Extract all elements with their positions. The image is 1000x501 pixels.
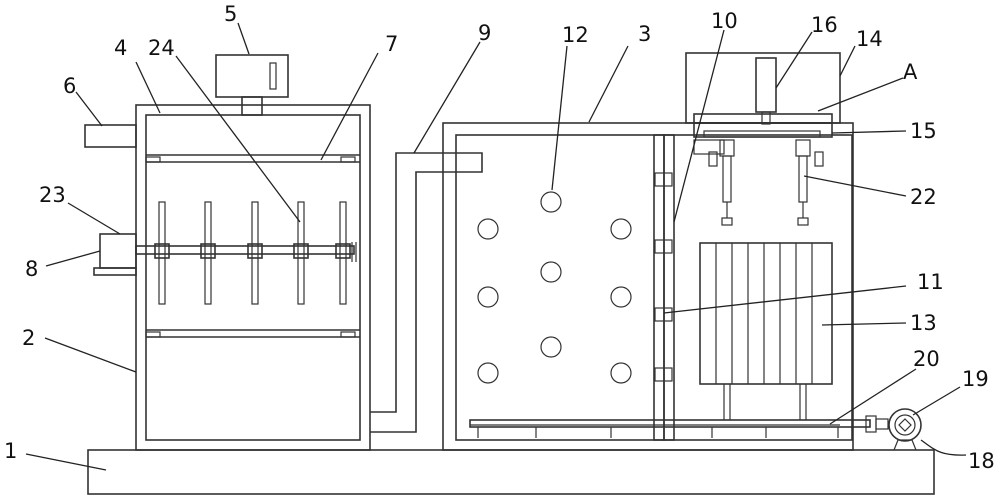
leader-19: [912, 386, 961, 416]
label-14: 14: [856, 27, 883, 51]
side-motor: [93, 233, 137, 276]
label-22: 22: [910, 185, 937, 209]
label-2: 2: [22, 326, 35, 350]
leader-5: [237, 22, 250, 55]
leader-1: [25, 453, 107, 471]
label-A: A: [903, 60, 918, 84]
label-20: 20: [913, 347, 940, 371]
hole-pattern: [477, 191, 632, 384]
label-3: 3: [638, 22, 651, 46]
filter-plate-stack: [699, 242, 833, 420]
label-4: 4: [114, 36, 127, 60]
stirring-shaft: [135, 201, 357, 305]
label-10: 10: [711, 9, 738, 33]
label-16: 16: [811, 13, 838, 37]
leader-6: [75, 91, 103, 127]
label-1: 1: [4, 439, 17, 463]
label-6: 6: [63, 74, 76, 98]
base-plate: [87, 449, 935, 495]
label-18: 18: [968, 449, 995, 473]
label-12: 12: [562, 23, 589, 47]
leader-14: [839, 45, 856, 77]
leader-7: [320, 52, 379, 161]
label-8: 8: [25, 257, 38, 281]
leader-18: [920, 439, 967, 456]
reference-labels: 1 2 3 4 5 6 7 8 9 10 11 12 13 14 15 16 1…: [4, 2, 995, 473]
label-11: 11: [917, 270, 944, 294]
leader-22: [803, 175, 907, 197]
pump: [888, 408, 922, 451]
label-9: 9: [478, 21, 491, 45]
label-5: 5: [224, 2, 237, 26]
leader-13: [821, 322, 907, 326]
leader-11: [663, 285, 907, 314]
leader-2: [44, 337, 137, 373]
leader-16: [775, 31, 813, 89]
right-tank: [442, 122, 854, 451]
leader-9: [413, 41, 481, 154]
label-13: 13: [910, 311, 937, 335]
bottom-spray-pipe: [469, 415, 889, 438]
leader-23: [67, 202, 121, 235]
top-motor: [215, 54, 289, 116]
leader-3: [588, 45, 629, 123]
label-7: 7: [385, 32, 398, 56]
leader-8: [45, 250, 101, 267]
label-24: 24: [148, 36, 175, 60]
lifting-frame: [693, 113, 833, 226]
label-23: 23: [39, 183, 66, 207]
label-19: 19: [962, 367, 989, 391]
left-tank: [135, 104, 371, 451]
leader-12: [551, 45, 568, 191]
leader-4: [135, 61, 161, 114]
leader-lines: [25, 22, 967, 471]
connecting-pipe: [370, 152, 483, 433]
leader-10: [673, 29, 725, 223]
inlet-pipe: [84, 124, 137, 148]
leader-15: [831, 130, 907, 134]
leader-24: [175, 55, 301, 223]
leader-A: [817, 77, 904, 112]
label-15: 15: [910, 119, 937, 143]
leader-20: [829, 368, 917, 425]
